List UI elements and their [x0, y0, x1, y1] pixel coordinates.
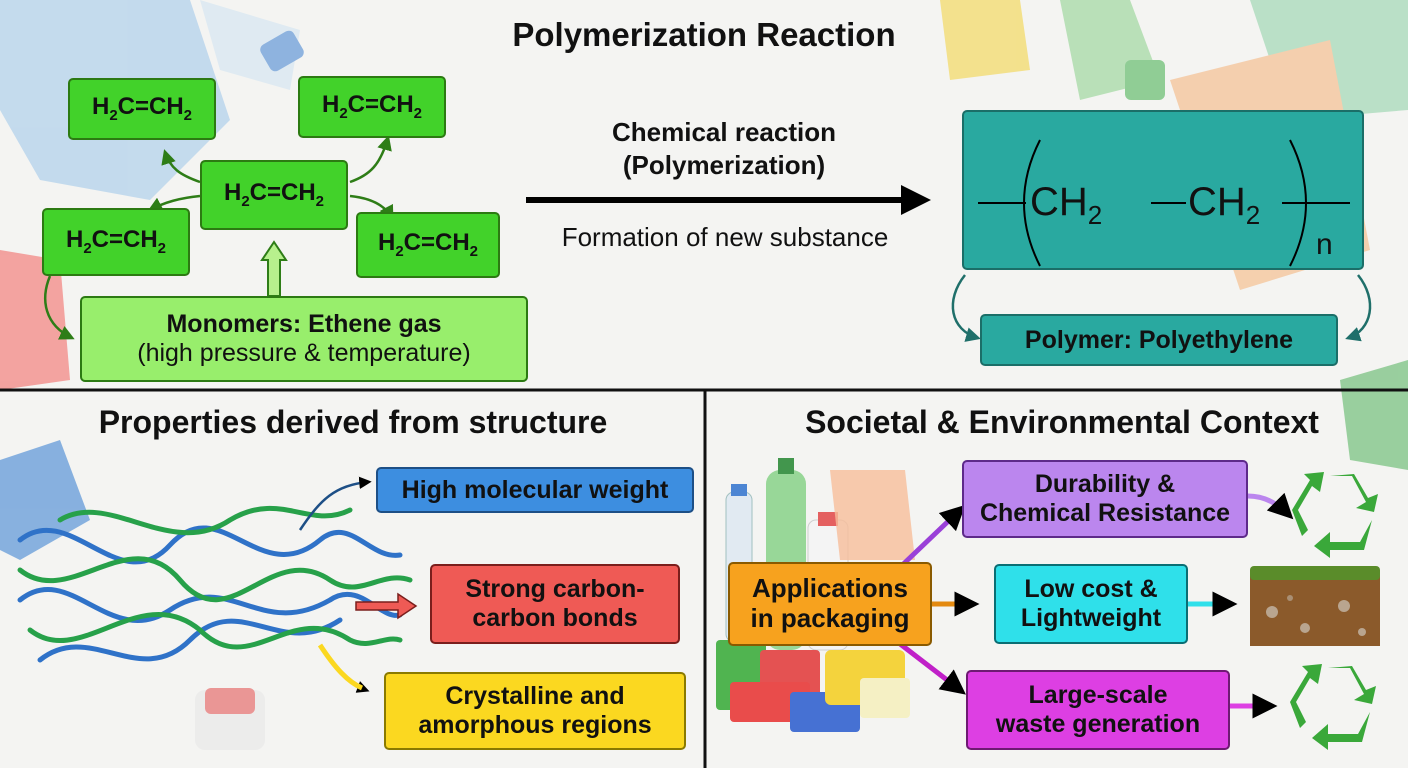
- monomer-formula: H2C=CH2: [356, 212, 500, 278]
- soil-icon: [1250, 566, 1380, 646]
- property-crystalline-regions: Crystalline and amorphous regions: [384, 672, 686, 750]
- reaction-caption: Formation of new substance: [561, 222, 889, 252]
- polymer-group-1: CH2: [1030, 180, 1103, 230]
- properties-heading: Properties derived from structure: [98, 404, 608, 440]
- reaction-label: Chemical reaction (Polymerization): [612, 117, 836, 180]
- context-waste: Large-scale waste generation: [966, 670, 1230, 750]
- monomers-title: Monomers: Ethene gas: [166, 310, 442, 339]
- monomers-box: Monomers: Ethene gas (high pressure & te…: [80, 296, 528, 382]
- polymer-arrows: [951, 274, 1372, 342]
- monomer-formula: H2C=CH2: [68, 78, 216, 140]
- recycle-icon: [1290, 664, 1376, 750]
- applications-box: Applications in packaging: [728, 562, 932, 646]
- context-durability: Durability & Chemical Resistance: [962, 460, 1248, 538]
- polymer-formula-box: [962, 110, 1364, 270]
- repeat-subscript: n: [1316, 228, 1333, 261]
- property-molecular-weight: High molecular weight: [376, 467, 694, 513]
- monomers-conditions: (high pressure & temperature): [137, 339, 471, 367]
- property-carbon-bonds: Strong carbon- carbon bonds: [430, 564, 680, 644]
- polymer-chains-graphic: [17, 505, 413, 663]
- monomer-formula: H2C=CH2: [42, 208, 190, 276]
- monomer-formula: H2C=CH2: [298, 76, 446, 138]
- context-low-cost: Low cost & Lightweight: [994, 564, 1188, 644]
- polymer-label-box: Polymer: Polyethylene: [980, 314, 1338, 366]
- recycle-icon: [1292, 472, 1378, 558]
- monomer-formula: H2C=CH2: [200, 160, 348, 230]
- context-heading: Societal & Environmental Context: [805, 404, 1319, 440]
- polymer-group-2: CH2: [1188, 180, 1261, 230]
- page-title: Polymerization Reaction: [512, 16, 896, 53]
- up-arrow-icon: [260, 240, 288, 297]
